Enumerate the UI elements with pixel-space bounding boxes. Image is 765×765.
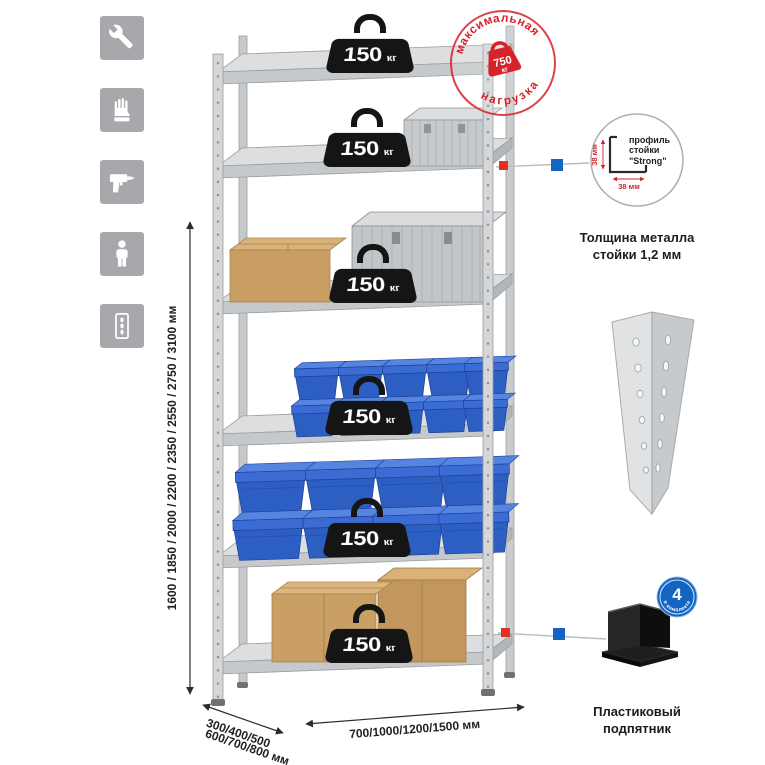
- foot-caption: Пластиковый подпятник: [593, 704, 681, 736]
- stamp-weight-icon: 750 кг: [488, 41, 522, 77]
- person-icon: [100, 232, 144, 276]
- wrench-icon: [100, 16, 144, 60]
- weight-handle-icon: [354, 14, 386, 33]
- upright-post-image: [611, 311, 695, 516]
- glove-icon: [100, 88, 144, 132]
- foot-connector: [497, 628, 607, 640]
- weight-handle-icon: [351, 108, 383, 127]
- profile-dim-horizontal: 38 мм: [618, 182, 640, 191]
- profile-dim-vertical: 38 мм: [590, 144, 599, 166]
- svg-text:750: 750: [492, 54, 513, 70]
- svg-text:профиль: профиль: [629, 135, 671, 145]
- weight-handle-icon: [353, 604, 385, 623]
- connector-blue-square: [553, 628, 565, 640]
- profile-callout: 38 мм 38 мм профиль стойки "Strong": [590, 113, 684, 207]
- profile-caption: Толщина металла стойки 1,2 мм: [579, 230, 695, 262]
- connector-red-square: [501, 628, 510, 637]
- cardboard-boxes-bottom: [270, 567, 484, 663]
- svg-text:4: 4: [672, 585, 682, 604]
- svg-text:стойки: стойки: [629, 145, 659, 155]
- rack-back-posts: [237, 25, 515, 688]
- rack-front-posts: [211, 43, 495, 706]
- weight-handle-icon: [353, 376, 385, 395]
- height-dimension: 1600 / 1850 / 2000 / 2200 / 2350 / 2550 …: [165, 221, 194, 695]
- drill-icon: [100, 160, 144, 204]
- foot-count-badge: 4 в комплекте: [656, 576, 698, 618]
- weight-handle-icon: [351, 498, 383, 517]
- width-dimension-label: 700/1000/1200/1500 мм: [349, 717, 481, 741]
- connector-blue-square: [551, 159, 563, 171]
- depth-dimension: 300/400/500 600/700/800 мм: [202, 703, 291, 765]
- svg-text:"Strong": "Strong": [629, 156, 667, 166]
- height-dimension-label: 1600 / 1850 / 2000 / 2200 / 2350 / 2550 …: [165, 306, 179, 611]
- profile-sketch: [608, 135, 648, 174]
- svg-text:кг: кг: [501, 66, 509, 74]
- connector-red-square: [499, 161, 508, 170]
- aluminum-case-small: [402, 107, 504, 167]
- width-dimension: 700/1000/1200/1500 мм: [305, 703, 525, 741]
- max-load-stamp: максимальная нагрузка 750 кг: [445, 1, 556, 116]
- profile-connector: [495, 159, 590, 171]
- rack-profile-icon: [100, 304, 144, 348]
- cardboard-box-shelf3: [228, 237, 348, 303]
- feature-icons-column: [100, 16, 144, 348]
- plastic-foot-image: [601, 603, 679, 667]
- weight-handle-icon: [357, 244, 389, 263]
